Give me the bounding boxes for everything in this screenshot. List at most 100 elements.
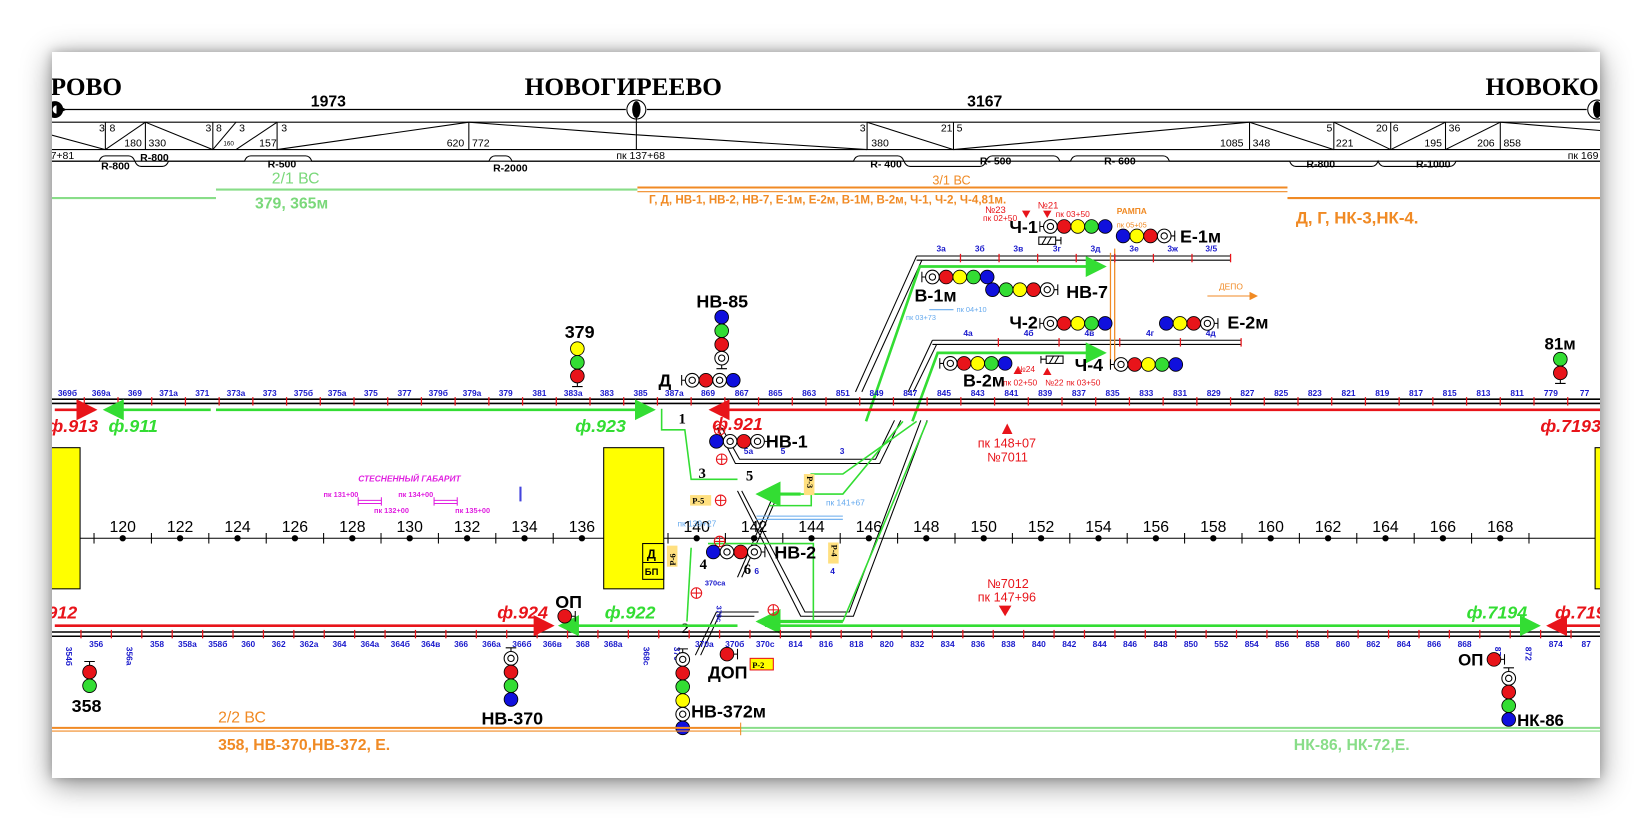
lamp-r (570, 368, 585, 384)
section-label: 3е (1129, 244, 1139, 254)
lamp-white (925, 269, 940, 285)
lamp (925, 269, 940, 285)
lamp (1012, 282, 1028, 297)
picket-label: 128 (339, 519, 366, 536)
lamp (1553, 365, 1568, 381)
signal-mast-icon (84, 660, 95, 666)
section-label: 867 (735, 388, 749, 398)
signal-mast-icon (677, 648, 688, 653)
section-label: 825 (1274, 388, 1288, 398)
profile-label: 157 (259, 137, 277, 149)
lamp (1553, 351, 1568, 367)
section-label: 874 (1549, 639, 1563, 649)
lamp-y (952, 269, 968, 285)
section-label: 865 (768, 388, 782, 398)
lamp-b (979, 269, 995, 285)
lamp-r (1143, 228, 1158, 244)
lamp-y (1012, 282, 1028, 297)
section-label: 368 (576, 639, 590, 649)
lamp (675, 693, 690, 708)
lamp (1501, 712, 1516, 727)
section-label: 860 (1336, 639, 1350, 649)
picket-label: 146 (856, 519, 883, 536)
section-label: 379а (463, 388, 482, 398)
lamp-g (1154, 357, 1170, 372)
lamp (952, 269, 968, 285)
platform-left (52, 447, 81, 590)
lamp-r (719, 646, 735, 662)
section-label: 838 (1001, 639, 1015, 649)
section-label: 379 (499, 388, 513, 398)
lamp-white (1501, 670, 1517, 686)
lamp-b (709, 434, 724, 449)
section-label: 375б (294, 388, 313, 398)
section-label: 840 (1032, 639, 1046, 649)
marker-triangle-icon (1043, 367, 1052, 375)
section-label: 850 (1184, 639, 1198, 649)
section-label: 854 (1245, 639, 1259, 649)
marker-triangle-icon (998, 605, 1012, 617)
lamp-white-inner (750, 548, 759, 556)
station-axis-icon (52, 99, 1600, 150)
profile-label: 858 (1503, 137, 1521, 149)
section-label: 369 (128, 388, 142, 398)
lamp-b (1097, 316, 1113, 331)
section-label: 779 (1544, 388, 1558, 398)
feeder-label: ф.923 (575, 416, 626, 436)
picket-dot (176, 535, 184, 542)
feeder-label: ф.924 (497, 602, 548, 622)
lamp (942, 356, 958, 371)
lamp-r (736, 434, 752, 449)
station-left-name: РОВО (52, 73, 122, 101)
lamp-white-inner (723, 548, 731, 556)
section-label: 370 (672, 647, 682, 661)
lamp (570, 355, 585, 370)
lamp (698, 372, 714, 388)
lamp-white (750, 433, 765, 449)
lamp (746, 544, 762, 560)
restricted-pk: пк 134+00 (398, 490, 433, 499)
signal-label-d: Д (658, 371, 671, 391)
feeder-label: ф.7193 (1540, 416, 1600, 436)
profile-label: 8 (110, 123, 116, 135)
section-label: 3ж (1167, 244, 1179, 254)
feeder-label: ф.913 (52, 416, 98, 436)
lamp-r (733, 544, 748, 560)
section-label: 4а (963, 328, 973, 338)
section-label: 820 (880, 639, 894, 649)
lamp-b (1097, 219, 1113, 234)
lamp-white (1043, 219, 1058, 234)
picket-dot (1037, 535, 1045, 542)
disconnector-label: Р-3 (805, 476, 815, 488)
picket-label: 166 (1430, 519, 1457, 536)
picket-label: 154 (1085, 519, 1112, 536)
lamp (82, 678, 97, 694)
curve-label: R-800 (140, 152, 169, 164)
picket-dot (693, 535, 700, 542)
lamp-g (966, 269, 981, 285)
section-label: 3/5 (1205, 244, 1217, 254)
lamp-r (714, 337, 729, 352)
section-label: 868 (1458, 639, 1472, 649)
profile-label: 5 (957, 123, 963, 135)
lamp (1056, 219, 1072, 234)
picket-label: 7+81 (52, 150, 74, 162)
lamp (709, 434, 724, 449)
lamp (675, 679, 690, 695)
lamp-white (675, 706, 691, 722)
feeder-label: ф.911 (109, 416, 158, 436)
section-label: 3д (1091, 244, 1102, 254)
signal-labels: 379 НВ-85 Д 81м Ч-1 Е-1м В-1м НВ-7 Ч-2 Е… (72, 217, 1576, 730)
lamp-r (1186, 316, 1201, 331)
section-label: 387а (665, 388, 684, 398)
lamp (714, 323, 729, 339)
profile-label: 3 (99, 123, 105, 135)
signal-label-e1m: Е-1м (1180, 226, 1221, 246)
profile-label: 20 (1376, 123, 1388, 135)
section-label: 813 (1476, 388, 1490, 398)
section-label: 4 (830, 566, 835, 576)
zone-signals-bottom-right: НК-86, НК-72,Е. (1294, 737, 1410, 754)
lamp (998, 282, 1014, 297)
lamp-white-inner (1203, 319, 1212, 328)
